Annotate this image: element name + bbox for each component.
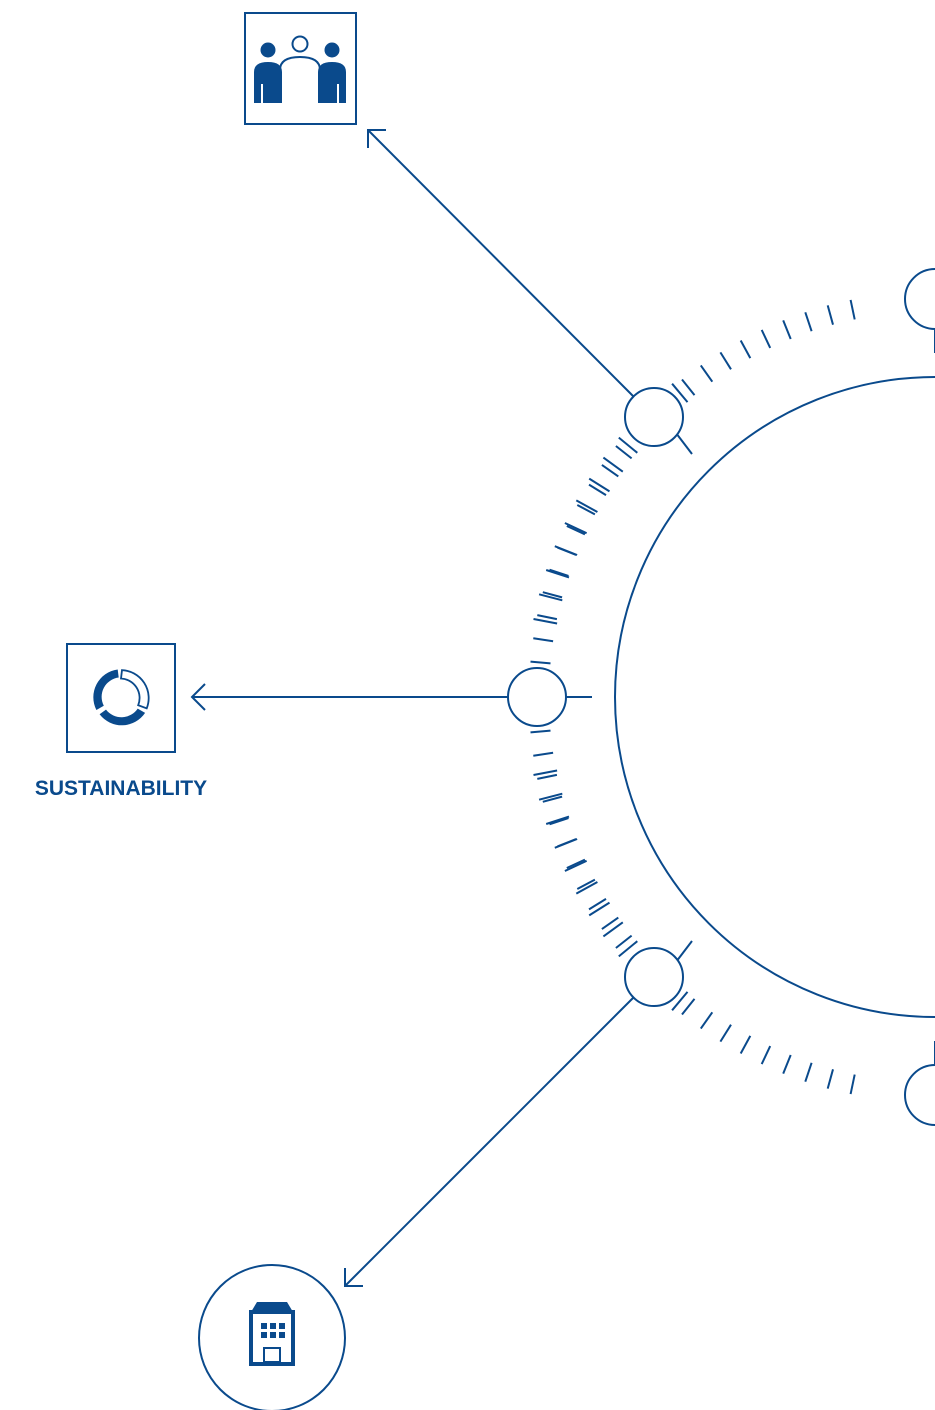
arrow-to-sustainability	[190, 683, 508, 711]
building-node[interactable]	[198, 1264, 346, 1410]
core-circle	[614, 376, 935, 1018]
spoke-upper	[675, 432, 693, 455]
ring-node-top-right[interactable]	[904, 268, 935, 330]
people-node[interactable]	[244, 12, 357, 125]
sustainability-label: SUSTAINABILITY	[35, 777, 207, 800]
building-icon	[249, 1302, 295, 1366]
arrow-to-people	[367, 129, 634, 397]
tick-arc-bottom	[530, 729, 856, 1095]
ring-node-upper[interactable]	[624, 387, 684, 447]
people-group-icon	[254, 35, 346, 103]
sustainability-frame	[66, 643, 176, 753]
ring-node-bottom-right[interactable]	[904, 1064, 935, 1126]
arrow-to-building	[344, 997, 634, 1287]
spoke-lower	[675, 940, 693, 963]
tick-arc-top	[530, 299, 856, 665]
recycle-cycle-icon	[93, 669, 150, 726]
sustainability-node[interactable]: SUSTAINABILITY	[35, 643, 207, 800]
ring-node-middle[interactable]	[507, 667, 567, 727]
ring-node-lower[interactable]	[624, 947, 684, 1007]
